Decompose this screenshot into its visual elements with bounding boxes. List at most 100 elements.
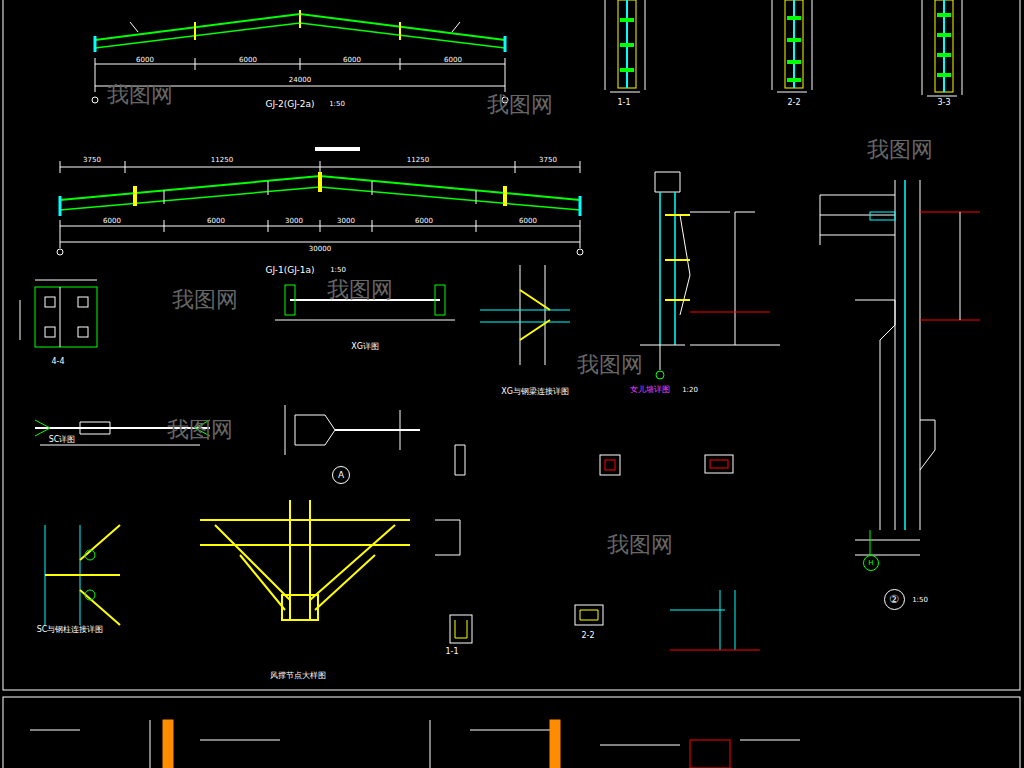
- base-plate-4-4-part: [45, 297, 55, 307]
- bottom-sheet-part: [690, 740, 730, 768]
- xg-detail-part: [275, 320, 455, 321]
- parapet-detail-part: [690, 212, 780, 345]
- column-sections-part: [618, 0, 636, 88]
- frame-gj2-part: [299, 10, 301, 28]
- column-detail-part: [895, 180, 920, 530]
- column-sections-part: [793, 0, 795, 88]
- column-sections-part: [772, 0, 812, 92]
- node-a-detail-part: [285, 405, 400, 455]
- frame-gj1: [57, 149, 583, 255]
- column-sections-part: [787, 18, 801, 80]
- frame-gj1-part: [579, 196, 582, 216]
- small-sections-part: [670, 650, 760, 651]
- frame-gj1-part: [60, 242, 580, 243]
- marker-text: A: [338, 470, 344, 480]
- xg-connection-part: [480, 310, 570, 322]
- base-plate-4-4-part: [35, 287, 97, 347]
- drawing-label: 女儿墙详图: [630, 386, 670, 394]
- drawing-label: 3000: [285, 218, 303, 225]
- frame-gj2-part: [399, 22, 401, 40]
- marker-text: ②: [889, 593, 899, 606]
- frame-gj2-part: [92, 97, 98, 103]
- drawing-label: 风撑节点大样图: [270, 672, 326, 680]
- drawing-label: 3-3: [937, 99, 950, 107]
- column-detail-part: [870, 212, 895, 220]
- frame-gj2-part: [194, 22, 196, 40]
- column-detail-part: [855, 540, 920, 555]
- sc-column-connection-part: [85, 590, 95, 600]
- drawing-label: 6000: [343, 57, 361, 64]
- parapet-detail-part: [640, 345, 685, 370]
- watermark: 我图网: [167, 419, 233, 441]
- drawing-label: 2-2: [581, 632, 594, 640]
- column-detail: [820, 180, 980, 555]
- frame-gj1-part: [59, 196, 62, 216]
- small-sections: [450, 455, 760, 650]
- drawing-frame-part: [3, 697, 1020, 768]
- bottom-sheet-part: [163, 720, 173, 768]
- drawing-label: SC与钢柱连接详图: [37, 626, 104, 634]
- column-sections-part: [937, 15, 951, 75]
- column-detail-part: [920, 212, 980, 320]
- base-plate-4-4: [20, 280, 97, 347]
- sc-detail-part: [80, 422, 110, 434]
- watermark: 我图网: [487, 94, 553, 116]
- column-sections-part: [620, 20, 634, 70]
- watermark: 我图网: [577, 354, 643, 376]
- drawing-label: 1:20: [682, 387, 698, 394]
- small-sections-part: [455, 620, 467, 638]
- drawing-label: 6000: [136, 57, 154, 64]
- frame-gj2-part: [504, 36, 507, 52]
- frame-gj1-part: [60, 161, 580, 173]
- drawing-label: 6000: [415, 218, 433, 225]
- drawing-label: 11250: [407, 157, 429, 164]
- column-sections-part: [935, 0, 953, 92]
- parapet-detail-part: [680, 215, 690, 315]
- drawing-label: 6000: [519, 218, 537, 225]
- drawing-label: 30000: [309, 246, 331, 253]
- bottom-sheet-part: [550, 720, 560, 768]
- frame-gj2-part: [94, 36, 97, 52]
- node-a-detail-part: [335, 429, 420, 431]
- parapet-detail-part: [656, 371, 664, 379]
- wind-brace-node-part: [215, 525, 395, 610]
- base-plate-4-4-part: [20, 280, 97, 347]
- parapet-detail-part: [665, 215, 690, 300]
- parapet-detail-part: [655, 172, 680, 192]
- drawing-label: 3750: [539, 157, 557, 164]
- drawing-label: 6000: [103, 218, 121, 225]
- drawing-label: SC详图: [49, 436, 76, 444]
- marker-text: H: [868, 559, 873, 567]
- parapet-detail-part: [690, 312, 770, 313]
- wind-brace-node-part: [290, 500, 310, 620]
- watermark: 我图网: [172, 289, 238, 311]
- small-sections-part: [705, 455, 733, 473]
- bottom-sheet-part: [30, 720, 550, 768]
- frame-gj1-part: [60, 220, 580, 248]
- sc-column-connection: [45, 525, 120, 625]
- drawing-label: 1:50: [330, 267, 346, 274]
- base-plate-4-4-part: [78, 327, 88, 337]
- column-detail-part: [820, 195, 895, 245]
- drawing-label: 1:50: [329, 101, 345, 108]
- bottom-sheet: [30, 720, 800, 768]
- drawing-label: 2-2: [787, 99, 800, 107]
- small-sections-part: [450, 615, 472, 643]
- drawing-label: 6000: [207, 218, 225, 225]
- drawing-label: 6000: [444, 57, 462, 64]
- drawing-frame-part: [3, 0, 1020, 690]
- wind-brace-node-part: [282, 595, 318, 620]
- sc-column-connection-part: [80, 525, 120, 625]
- drawing-label: 24000: [289, 77, 311, 84]
- xg-connection: [480, 265, 570, 365]
- watermark: 我图网: [607, 534, 673, 556]
- small-sections-part: [600, 455, 620, 475]
- watermark: 我图网: [107, 84, 173, 106]
- sc-detail-part: [40, 445, 200, 446]
- drawing-label: 1-1: [617, 99, 630, 107]
- node-a-detail-part: [295, 415, 335, 445]
- bottom-sheet-part: [600, 740, 800, 745]
- section-marker: H: [863, 555, 879, 571]
- small-sections-part: [580, 610, 598, 620]
- column-detail-part: [960, 212, 961, 320]
